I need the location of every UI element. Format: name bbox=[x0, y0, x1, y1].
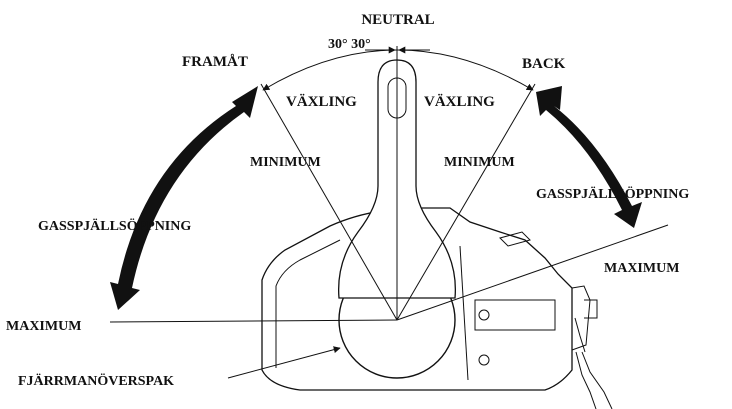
label-min-left: MINIMUM bbox=[250, 155, 321, 170]
label-neutral: NEUTRAL bbox=[361, 12, 434, 28]
label-shift-right: VÄXLING bbox=[424, 94, 495, 110]
label-throttle-left: GASSPJÄLLSÖPPNING bbox=[38, 217, 191, 234]
throttle-arrow-right bbox=[536, 86, 642, 228]
label-max-left: MAXIMUM bbox=[6, 319, 81, 334]
shift-arc bbox=[262, 49, 534, 91]
reference-lines bbox=[109, 46, 669, 323]
label-back: BACK bbox=[522, 56, 566, 72]
label-max-right: MAXIMUM bbox=[604, 261, 679, 276]
label-throttle-right: GASSPJÄLLSÖPPNING bbox=[536, 185, 689, 202]
label-shift-left: VÄXLING bbox=[286, 94, 357, 110]
label-lever: FJÄRRMANÖVERSPAK bbox=[18, 372, 174, 389]
label-min-right: MINIMUM bbox=[444, 155, 515, 170]
label-angles: 30° 30° bbox=[328, 37, 371, 52]
throttle-arrow-left bbox=[110, 86, 258, 310]
label-forward: FRAMÅT bbox=[182, 54, 248, 70]
lever-pointer bbox=[227, 346, 341, 379]
control-housing bbox=[261, 207, 613, 409]
